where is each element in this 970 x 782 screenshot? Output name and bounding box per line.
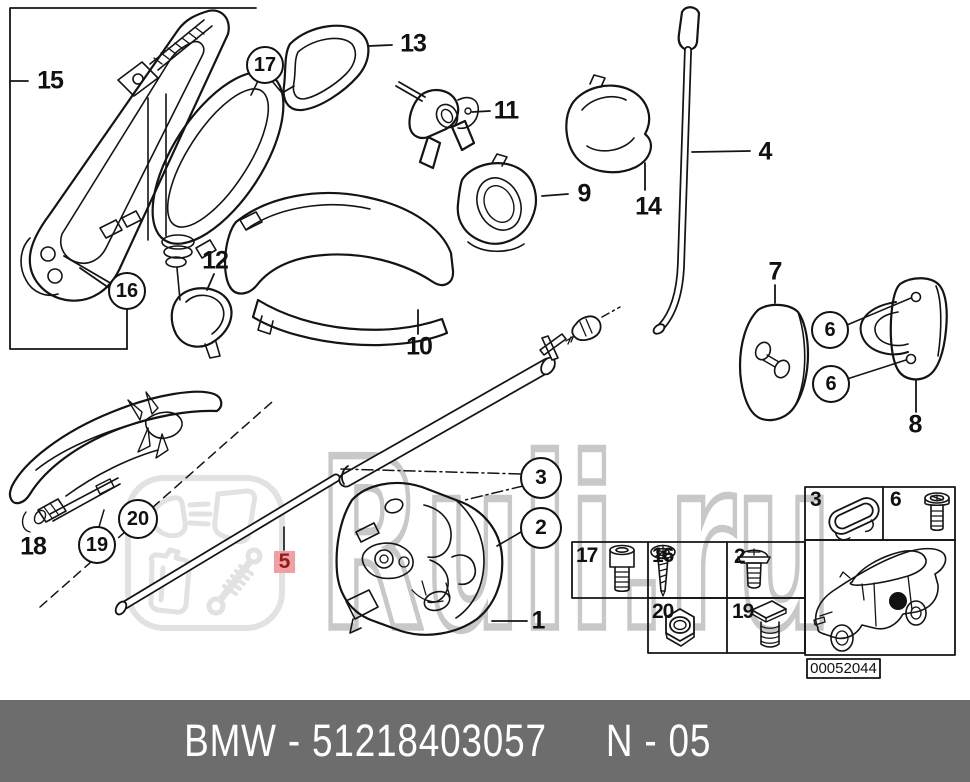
footer-part-number: BMW - 51218403057 (183, 715, 547, 766)
callout-3[interactable]: 3 (520, 457, 562, 499)
callout-8[interactable]: 8 (908, 410, 923, 439)
callout-10[interactable]: 10 (406, 332, 433, 361)
footer-bar: BMW - 51218403057 N - 05 (0, 700, 970, 782)
callout-12[interactable]: 12 (202, 246, 229, 275)
part-4-rod (652, 6, 751, 335)
fastener-table-grid (571, 486, 956, 679)
callout-15[interactable]: 15 (37, 66, 64, 95)
table-cell-19-label[interactable]: 19 (732, 600, 754, 623)
part-1-door-lock (335, 481, 504, 636)
construction-line (39, 401, 273, 608)
car-location-dot (889, 592, 907, 610)
table-cell-6-label[interactable]: 6 (890, 488, 902, 511)
footer-sheet-number: N - 05 (605, 715, 711, 766)
table-cell-3-label[interactable]: 3 (810, 488, 822, 511)
callout-13[interactable]: 13 (400, 29, 427, 58)
screw-17-icon (609, 544, 635, 593)
shock-absorber-icon (206, 547, 263, 616)
part-15-carrier (20, 9, 285, 302)
callout-11[interactable]: 11 (493, 96, 519, 125)
callout-2[interactable]: 2 (520, 507, 562, 549)
callout-17[interactable]: 17 (246, 46, 284, 84)
screw-16-icon (650, 544, 676, 597)
callout-16[interactable]: 16 (108, 272, 146, 310)
callout-5-highlighted[interactable]: 5 (274, 550, 295, 573)
table-cell-16-label[interactable]: 16 (652, 544, 674, 567)
part-7-lock-cover (738, 284, 810, 422)
plug-19-icon (751, 600, 787, 648)
callout-4[interactable]: 4 (758, 137, 773, 166)
brake-pad-icon (212, 488, 258, 545)
image-code: 00052044 (810, 660, 877, 677)
table-cell-2-label[interactable]: 2 (734, 545, 746, 568)
callout-7[interactable]: 7 (768, 257, 783, 286)
part-12-gasket (170, 273, 233, 359)
callout-6a[interactable]: 6 (811, 311, 849, 349)
callout-14[interactable]: 14 (635, 192, 662, 221)
callout-18[interactable]: 18 (20, 532, 47, 561)
screw-6-icon (924, 492, 950, 532)
watermark-logo (125, 475, 285, 631)
callout-1[interactable]: 1 (531, 606, 546, 635)
callout-6b[interactable]: 6 (812, 365, 850, 403)
part-18-interior-handle (8, 390, 223, 533)
car-locator (813, 547, 947, 652)
part-14-cover (565, 74, 653, 191)
callout-20[interactable]: 20 (118, 499, 158, 539)
table-cell-17-label[interactable]: 17 (576, 544, 598, 567)
part-13-seal (282, 24, 393, 112)
part-5-rod (114, 306, 621, 616)
part-10-handle (224, 191, 455, 347)
screw-2-icon (737, 548, 771, 589)
callout-9[interactable]: 9 (577, 179, 592, 208)
part-9-cover (456, 153, 569, 253)
callout-19[interactable]: 19 (78, 526, 116, 564)
plug-3-icon (828, 497, 880, 541)
nut-20-icon (665, 608, 695, 647)
part-8-striker (846, 277, 948, 413)
table-cell-20-label[interactable]: 20 (652, 600, 674, 623)
part-11-lock-cylinder (395, 81, 491, 170)
diagram-line-art (8, 6, 956, 679)
